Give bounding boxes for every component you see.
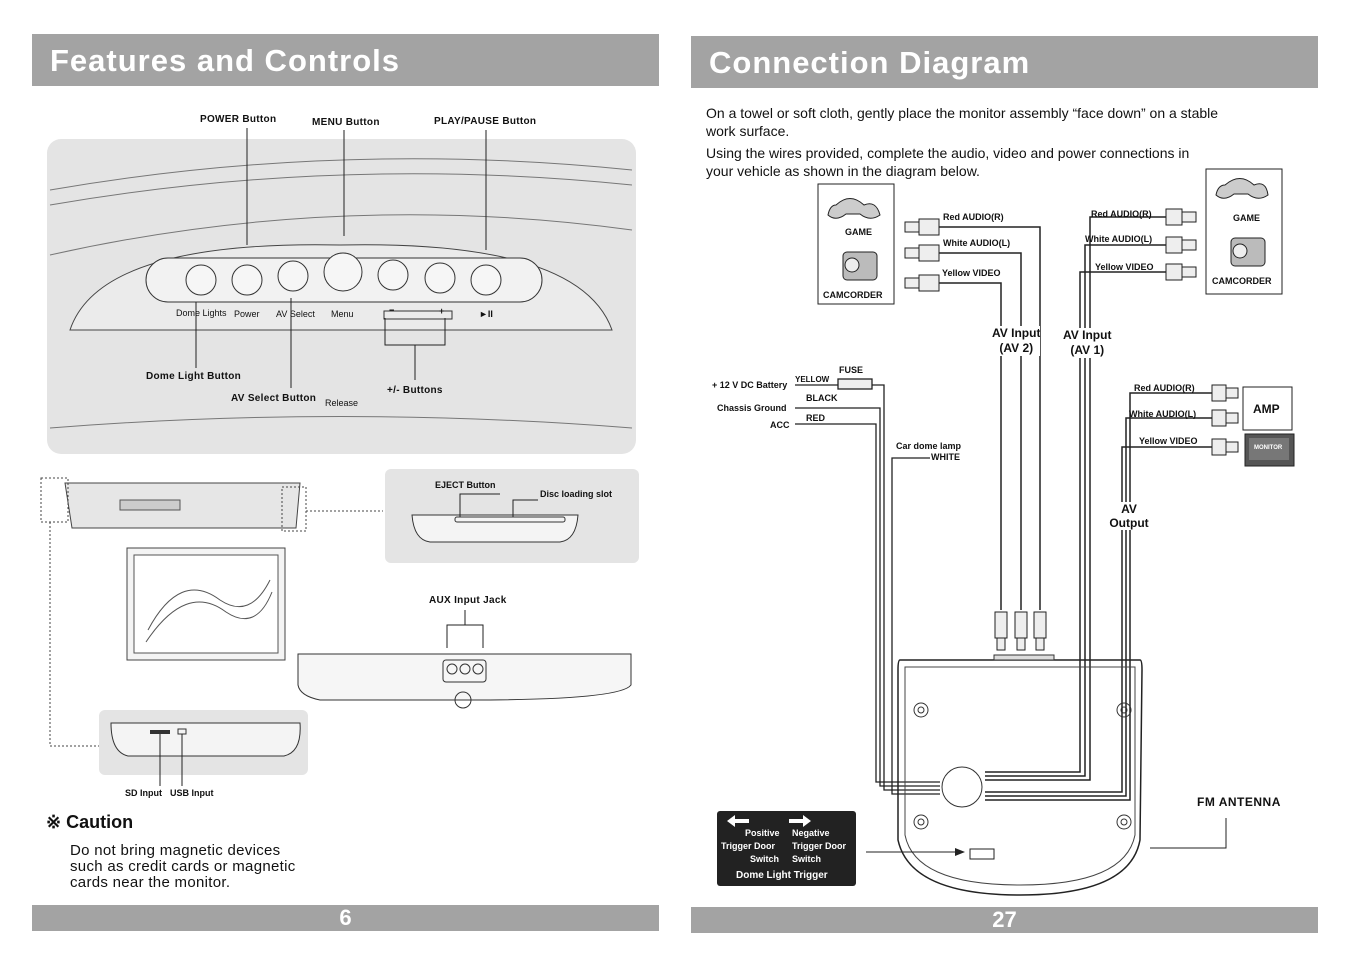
dome-lamp-label: Car dome lamp — [896, 441, 962, 451]
intro-line: Using the wires provided, complete the a… — [706, 145, 1190, 161]
av2-cable-label: Red AUDIO(R) — [943, 212, 1004, 222]
right-arrow-icon — [789, 815, 811, 827]
callout-play-pause-button: PLAY/PAUSE Button — [434, 116, 537, 127]
av-input-2-label: AV Input(AV 2) — [992, 326, 1041, 356]
positive-trigger-line: Positive — [745, 828, 780, 838]
output-cable-label: Yellow VIDEO — [1139, 436, 1198, 446]
av2-cable-label: Yellow VIDEO — [942, 268, 1001, 278]
battery-label: + 12 V DC Battery — [712, 380, 788, 390]
av1-cable-label: Yellow VIDEO — [1095, 262, 1154, 272]
left-camcorder-label: CAMCORDER — [823, 290, 883, 300]
callout-usb-input: USB Input — [170, 788, 214, 798]
page-number-left: 6 — [32, 905, 659, 931]
caution-line: Do not bring magnetic devices — [70, 842, 281, 859]
callout-dome-light-button: Dome Light Button — [146, 371, 242, 382]
av1-cable-label: Red AUDIO(R) — [1091, 209, 1152, 219]
fuse-label: FUSE — [839, 365, 864, 375]
negative-trigger-line: Switch — [792, 854, 822, 864]
right-game-label: GAME — [1233, 213, 1260, 223]
av1-cable-label: White AUDIO(L) — [1085, 234, 1153, 244]
yellow-wire-label: YELLOW — [795, 375, 830, 384]
callout-aux-input-jack: AUX Input Jack — [429, 595, 507, 606]
right-camcorder-label: CAMCORDER — [1212, 276, 1272, 286]
caution-line: such as credit cards or magnetic — [70, 858, 296, 875]
output-cable-label: Red AUDIO(R) — [1134, 383, 1195, 393]
camcorder-icon — [842, 237, 1266, 281]
page-title-features: Features and Controls — [32, 34, 659, 86]
dome-light-trigger-title: Dome Light Trigger — [736, 870, 828, 881]
panel-label-dome-lights: Dome Lights — [176, 308, 227, 318]
amp-label: AMP — [1253, 402, 1280, 416]
callout-sd-input: SD Input — [125, 788, 162, 798]
intro-line: work surface. — [706, 123, 790, 139]
callout-release: Release — [325, 398, 359, 408]
caution-symbol: ※ — [46, 812, 62, 832]
av2-cable-label: White AUDIO(L) — [943, 238, 1011, 248]
chassis-ground-label: Chassis Ground — [717, 403, 787, 413]
panel-label-menu: Menu — [331, 309, 354, 319]
callout-menu-button: MENU Button — [312, 117, 380, 128]
fm-antenna-label: FM ANTENNA — [1197, 795, 1281, 809]
caution-heading: ※ Caution — [46, 812, 133, 833]
intro-line: On a towel or soft cloth, gently place t… — [706, 105, 1219, 121]
output-cable-label: White AUDIO(L) — [1129, 409, 1197, 419]
white-wire-label: WHITE — [931, 452, 960, 462]
negative-trigger-line: Negative — [792, 828, 830, 838]
intro-line: your vehicle as shown in the diagram bel… — [706, 163, 980, 179]
positive-trigger-line: Switch — [750, 854, 780, 864]
callout-power-button: POWER Button — [200, 114, 277, 125]
panel-label-play-pause: ►II — [479, 309, 493, 319]
callout-av-select-button: AV Select Button — [231, 393, 317, 404]
left-game-label: GAME — [845, 227, 872, 237]
acc-label: ACC — [770, 420, 790, 430]
callout-eject-button: EJECT Button — [435, 480, 496, 490]
gamepad-icon — [827, 178, 1269, 219]
caution-line: cards near the monitor. — [70, 874, 231, 891]
red-wire-label: RED — [806, 413, 826, 423]
page-number-right: 27 — [691, 907, 1318, 933]
caution-title: Caution — [66, 812, 134, 832]
panel-label-minus: − — [389, 305, 395, 315]
panel-label-av-select: AV Select — [276, 309, 315, 319]
positive-trigger-line: Trigger Door — [721, 841, 776, 851]
monitor-label: MONITOR — [1254, 445, 1283, 451]
black-wire-label: BLACK — [806, 393, 838, 403]
negative-trigger-line: Trigger Door — [792, 841, 847, 851]
panel-label-plus: + — [439, 306, 445, 316]
callout-plus-minus-buttons: +/- Buttons — [387, 385, 443, 396]
left-arrow-icon — [727, 815, 749, 827]
page-title-connection: Connection Diagram — [691, 36, 1318, 88]
panel-label-power: Power — [234, 309, 260, 319]
dome-light-trigger-box: Positive Trigger Door Switch Negative Tr… — [717, 811, 856, 886]
callout-disc-loading-slot: Disc loading slot — [540, 489, 613, 499]
av-input-1-label: AV Input(AV 1) — [1063, 328, 1112, 358]
